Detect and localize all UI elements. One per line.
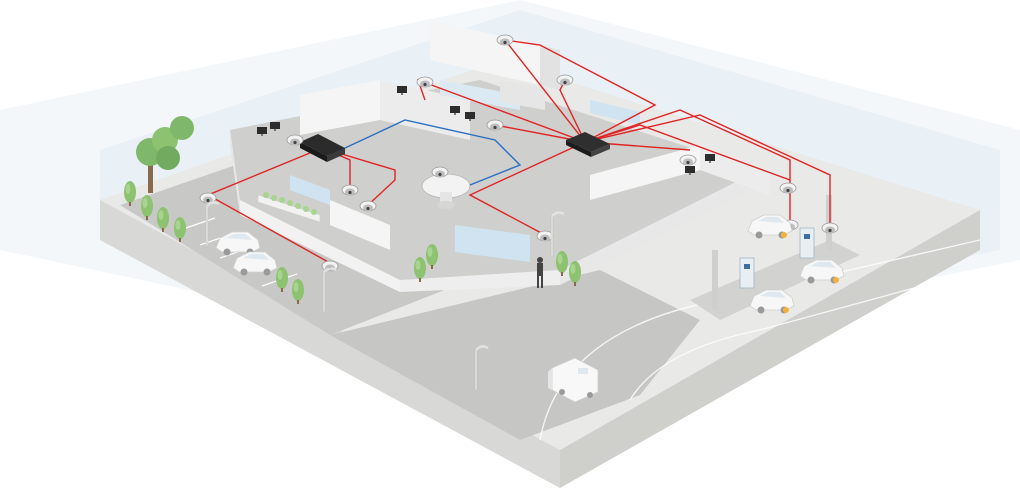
car-icon: [749, 289, 795, 314]
network-video-recorder-icon: [300, 134, 345, 162]
dome-camera-icon: [536, 230, 554, 242]
fuel-pump-icon: [799, 227, 815, 259]
dome-camera-icon: [341, 184, 359, 196]
delivery-truck-icon: [548, 357, 599, 403]
network-cables: [206, 39, 831, 264]
dome-camera-icon: [779, 182, 797, 194]
planter-row: [257, 192, 321, 223]
network-switch-icon: [566, 132, 610, 157]
satellite-dish-icon: [421, 173, 471, 209]
car-icon: [799, 259, 845, 284]
dome-camera-icon: [431, 166, 449, 178]
tree-icon: [136, 116, 194, 193]
dome-camera-icon: [286, 134, 304, 146]
road: [330, 239, 981, 441]
dome-camera-icon: [359, 200, 377, 212]
main-building: [230, 20, 770, 292]
dome-camera-icon: [679, 154, 697, 166]
dome-camera-icon: [556, 74, 574, 86]
dome-camera-icon: [496, 34, 514, 46]
fuel-pump-icon: [739, 257, 755, 289]
person-icon: [537, 257, 543, 288]
car-icon: [747, 214, 793, 239]
dome-camera-icon: [486, 119, 504, 131]
dome-camera-icon: [821, 222, 839, 234]
dome-camera-icon: [416, 76, 434, 88]
